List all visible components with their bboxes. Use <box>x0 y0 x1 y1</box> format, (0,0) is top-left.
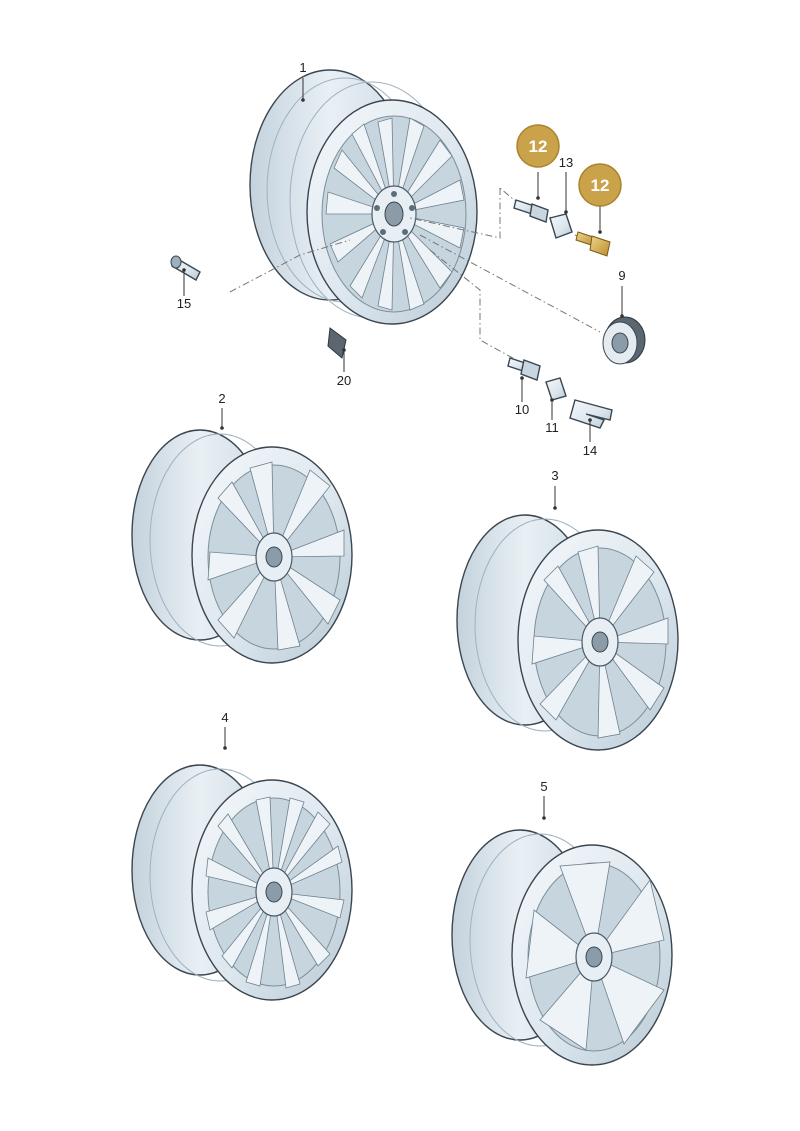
wheel-1 <box>249 69 478 325</box>
part-12-wheel-bolt-a <box>513 199 549 223</box>
badge-12-a[interactable]: 12 <box>516 124 560 168</box>
part-11-nut <box>545 377 567 401</box>
label-part-2: 2 <box>218 391 225 406</box>
part-9-hub-cap <box>602 316 646 365</box>
wheel-3 <box>456 514 679 751</box>
wheel-2 <box>131 429 353 664</box>
label-part-11: 11 <box>545 420 559 435</box>
part-15-valve <box>170 255 201 281</box>
part-14-puller <box>569 399 613 429</box>
label-part-14: 14 <box>583 443 597 458</box>
part-10-bolt <box>507 357 541 381</box>
leader-lines <box>182 78 624 820</box>
part-labels: 1 2 3 4 5 9 10 11 13 14 15 20 <box>177 60 626 794</box>
label-part-10: 10 <box>515 402 529 417</box>
label-part-5: 5 <box>540 779 547 794</box>
label-part-13: 13 <box>559 155 573 170</box>
badge-12-b[interactable]: 12 <box>578 163 622 207</box>
part-20-balance-weight <box>327 327 347 359</box>
part-12-wheel-bolt-b <box>575 231 611 257</box>
label-part-9: 9 <box>618 268 625 283</box>
part-13-cap-nut <box>549 213 573 239</box>
label-part-1: 1 <box>299 60 306 75</box>
label-part-20: 20 <box>337 373 351 388</box>
label-part-4: 4 <box>221 710 228 725</box>
label-part-3: 3 <box>551 468 558 483</box>
badge-12-a-text: 12 <box>529 137 548 156</box>
wheel-4 <box>131 764 353 1001</box>
badge-12-b-text: 12 <box>591 176 610 195</box>
label-part-15: 15 <box>177 296 191 311</box>
wheel-5 <box>451 829 673 1066</box>
